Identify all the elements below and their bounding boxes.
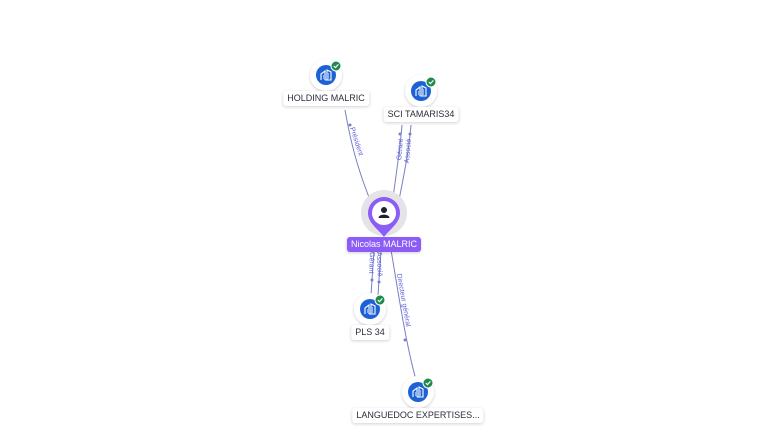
- edge-arrow-dot: [408, 132, 412, 136]
- edge-label-president: Président: [348, 126, 364, 156]
- edge-pls-associe[interactable]: [377, 251, 382, 297]
- edge-arrow-dot: [348, 123, 352, 127]
- edge-arrow-dot: [398, 132, 402, 136]
- person-node-nicolas-malric[interactable]: [361, 190, 407, 237]
- company-node-pls-34[interactable]: [354, 293, 386, 325]
- building-glyph: [415, 85, 427, 97]
- verified-badge-icon: [374, 294, 386, 306]
- edge-arrow-dot: [377, 280, 381, 284]
- node-label-sci-tamaris34[interactable]: SCI TAMARIS34: [383, 107, 459, 122]
- person-icon: [378, 207, 390, 218]
- edge-label-pls-gerant: Gérant: [367, 252, 375, 274]
- building-glyph: [364, 303, 376, 315]
- verified-badge-icon: [425, 76, 437, 88]
- edge-label-sci-associe: Associé: [404, 138, 413, 163]
- building-glyph: [320, 69, 332, 81]
- company-node-holding-malric[interactable]: [310, 59, 342, 91]
- company-node-languedoc-expertises[interactable]: [402, 376, 434, 408]
- edge-arrow-dot: [370, 278, 374, 282]
- node-label-holding-malric[interactable]: HOLDING MALRIC: [283, 91, 369, 106]
- building-glyph: [412, 386, 424, 398]
- node-label-languedoc-expertises[interactable]: LANGUEDOC EXPERTISES...: [352, 408, 484, 423]
- edge-arrow-dot: [403, 338, 407, 342]
- edge-languedoc-dg[interactable]: [390, 249, 417, 381]
- node-label-pls-34[interactable]: PLS 34: [351, 325, 389, 340]
- verified-badge-icon: [422, 377, 434, 389]
- edge-pls-gerant[interactable]: [370, 251, 375, 297]
- verified-badge-icon: [330, 60, 342, 72]
- node-label-nicolas-malric[interactable]: Nicolas MALRIC: [346, 237, 422, 252]
- edge-label-sci-gerant: Gérant: [396, 139, 405, 161]
- edge-sci-associe[interactable]: [397, 124, 412, 206]
- edge-label-pls-associe: Associé: [375, 252, 383, 277]
- edge-label-directeur-general: Directeur général: [395, 273, 411, 328]
- company-node-sci-tamaris34[interactable]: [405, 75, 437, 107]
